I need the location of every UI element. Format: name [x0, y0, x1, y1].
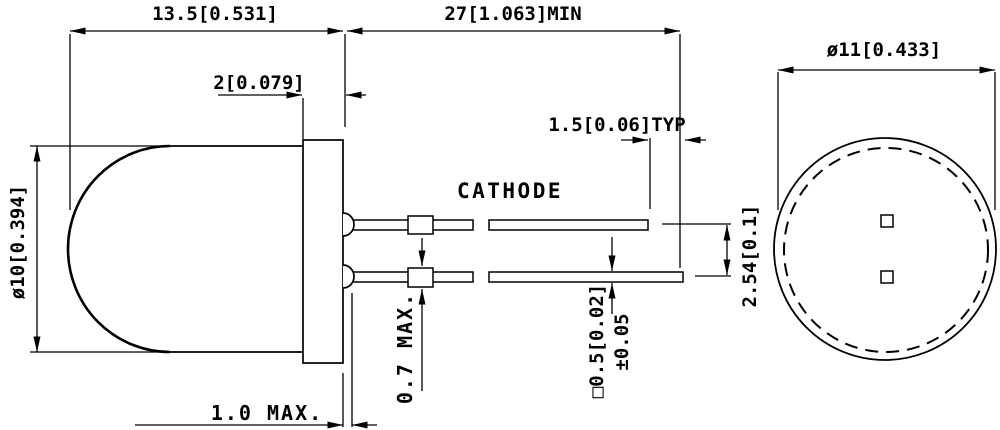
- flange-outline-circle: [773, 137, 997, 361]
- front-view: ø11[0.433]: [773, 39, 997, 361]
- dim-crimp-label: 0.7 MAX.: [393, 292, 417, 404]
- anode-lead-section-square: [880, 270, 894, 284]
- dim-body-length-label: 13.5[0.531]: [152, 3, 278, 25]
- cathode-lead: [351, 215, 649, 235]
- dim-lead-section-tolerance-label: ±0.05: [611, 313, 633, 370]
- cathode-label: CATHODE: [457, 179, 563, 203]
- led-dome-outline: [66, 144, 171, 354]
- anode-lead-segment-2: [488, 271, 684, 283]
- dim-lead-section-label: □0.5[0.02]: [586, 284, 608, 398]
- dim-tip-offset-label: 1.5[0.06]TYP: [548, 114, 685, 136]
- cathode-lead-root-bump: [342, 212, 355, 237]
- led-flange: [302, 139, 344, 364]
- cathode-lead-section-square: [880, 214, 894, 228]
- side-view: [66, 139, 684, 364]
- anode-lead-root-bump: [342, 264, 355, 289]
- cathode-lead-segment-2: [488, 219, 649, 231]
- dim-standoff-label: 1.0 MAX.: [211, 401, 323, 425]
- body-hidden-circle: [783, 147, 989, 353]
- anode-lead: [351, 267, 684, 288]
- dim-lead-length-label: 27[1.063]MIN: [444, 3, 581, 25]
- dim-flange-diameter-label: ø11[0.433]: [827, 39, 941, 61]
- side-view-dimensions: 13.5[0.531] 27[1.063]MIN 2[0.079] 1.5[0.…: [7, 3, 761, 429]
- dim-lead-pitch-label: 2.54[0.1]: [739, 205, 761, 308]
- cathode-lead-crimp: [407, 215, 434, 235]
- dim-body-diameter-label: ø10[0.394]: [7, 185, 29, 299]
- dim-flange-thickness-label: 2[0.079]: [213, 72, 305, 94]
- anode-lead-crimp: [407, 267, 434, 288]
